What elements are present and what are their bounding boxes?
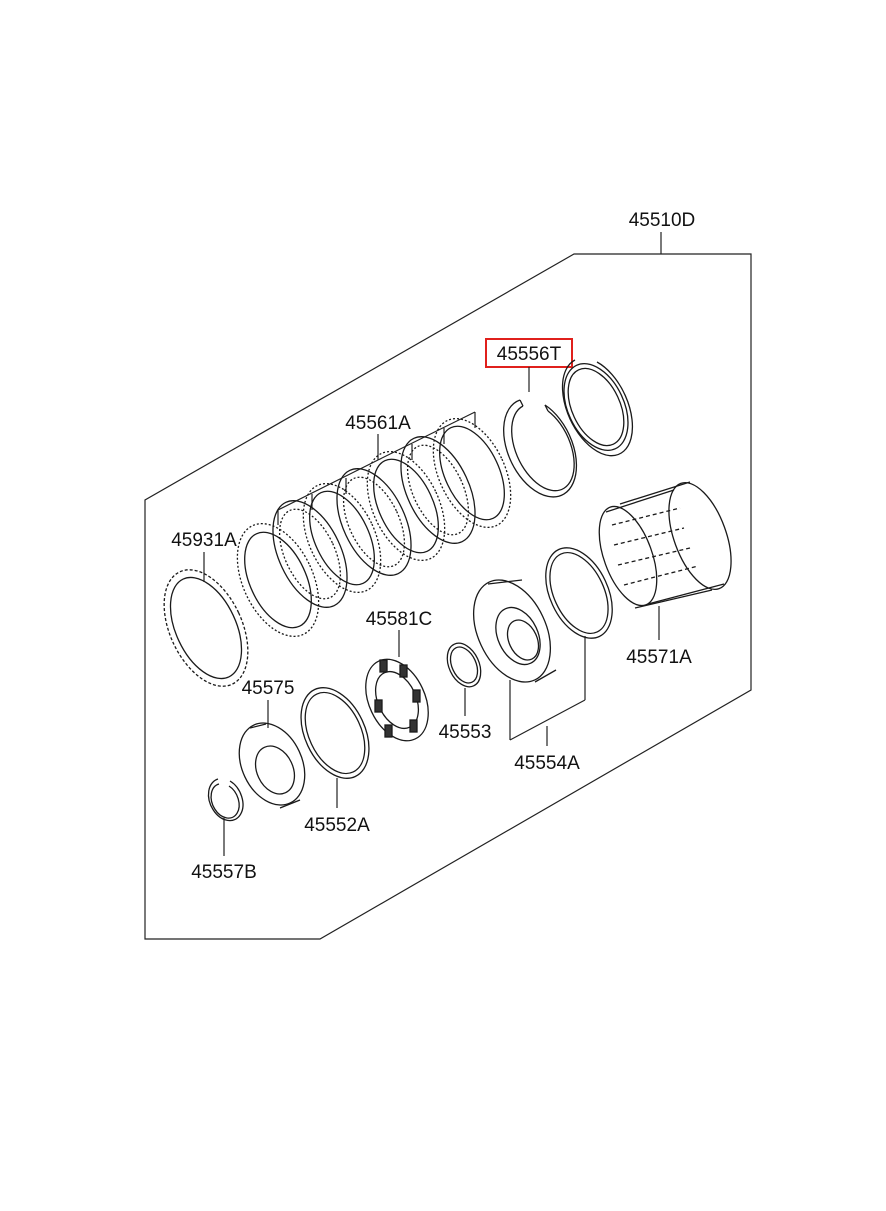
label-45556T[interactable]: 45556T [497,344,562,365]
spring-retainer-45581C[interactable] [353,649,440,751]
piston-45554A[interactable] [458,568,565,695]
piston-45575[interactable] [227,712,318,815]
clutch-disc-stack[interactable] [221,406,526,649]
label-45575[interactable]: 45575 [242,678,295,699]
label-45553[interactable]: 45553 [439,722,492,743]
seal-45553[interactable] [441,638,488,692]
label-45552A[interactable]: 45552A [304,815,370,836]
retaining-ring-right[interactable] [551,353,641,460]
label-45931A[interactable]: 45931A [171,530,237,551]
label-45571A[interactable]: 45571A [626,647,692,668]
leader-45554A [509,636,586,746]
clutch-drum-45571A[interactable] [588,474,744,613]
clutch-disc-45931A[interactable] [147,557,265,700]
label-45561A[interactable]: 45561A [345,413,411,434]
seal-ring-drum-side[interactable] [532,537,625,649]
label-45554A[interactable]: 45554A [514,753,580,774]
snap-ring-45557B[interactable] [207,778,244,822]
snap-ring-45556T[interactable] [503,399,578,498]
seal-45552A[interactable] [288,677,383,789]
label-45510D[interactable]: 45510D [629,210,696,231]
label-45581C[interactable]: 45581C [366,609,433,630]
label-45557B[interactable]: 45557B [191,862,257,883]
assembly-boundary [144,253,752,940]
